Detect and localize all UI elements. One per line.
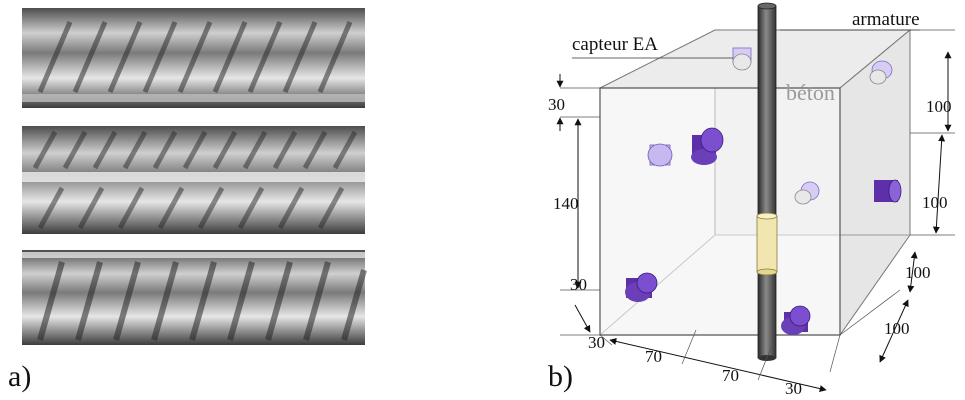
acoustic-sensors (625, 47, 902, 335)
bottom-dimension-lines (599, 329, 841, 392)
dim-right-upper: 100 (926, 97, 952, 116)
right-dimension-lines (839, 29, 955, 363)
panel-a-label: a) (8, 360, 32, 393)
rebar-photo-1 (22, 8, 365, 108)
rebar-label: armature (852, 9, 920, 30)
dim-bottom-2: 70 (645, 347, 662, 366)
dim-right-lower: 100 (922, 193, 948, 212)
sensor-back-top-right (869, 60, 893, 85)
debonding-sleeve (756, 215, 778, 273)
dim-left-mid: 140 (553, 194, 579, 213)
sensor-back-top-left (732, 47, 752, 71)
sensor-left-mid (647, 143, 673, 167)
panel-b-label: b) (548, 360, 573, 393)
rebar-rod (756, 2, 778, 361)
dim-right-depth1: 100 (905, 263, 931, 282)
sensor-right-mid (874, 179, 902, 203)
dim-left-top: 30 (548, 95, 565, 114)
rebar-photo-2 (22, 126, 365, 234)
rebar-photo-3 (22, 250, 367, 345)
sensor-bottom-right (781, 305, 811, 335)
sensor-front-upper (691, 127, 724, 165)
dim-right-depth2: 100 (884, 319, 910, 338)
dim-bottom-1: 30 (588, 333, 605, 352)
dim-bottom-3: 70 (722, 366, 739, 385)
concrete-label: béton (786, 80, 835, 105)
sensor-label: capteur EA (572, 34, 658, 55)
dim-left-bottom: 30 (570, 275, 587, 294)
dim-bottom-4: 30 (785, 379, 802, 398)
sensor-back-mid (794, 181, 820, 205)
sensor-bottom-left (625, 272, 658, 302)
left-dimension-lines (556, 74, 600, 336)
